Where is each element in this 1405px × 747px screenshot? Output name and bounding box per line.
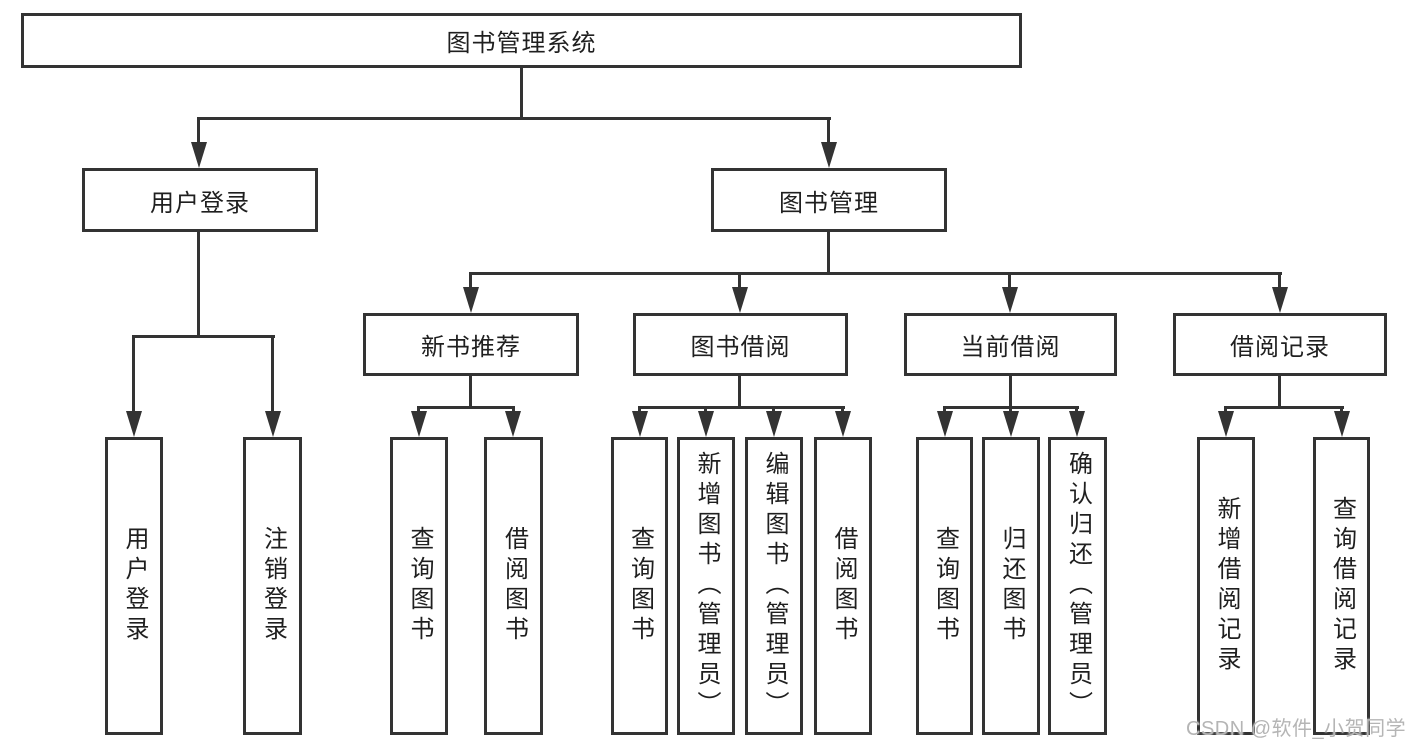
arrowhead bbox=[698, 411, 714, 437]
connector-root-trunk bbox=[520, 68, 523, 119]
arrowhead bbox=[1069, 411, 1085, 437]
connector-stem bbox=[638, 406, 641, 414]
node-current-borrow-label: 当前借阅 bbox=[960, 334, 1061, 361]
connector-user-login-horizontal bbox=[132, 335, 275, 338]
connector-stem bbox=[772, 406, 775, 414]
arrowhead bbox=[835, 411, 851, 437]
arrowhead bbox=[1218, 411, 1234, 437]
leaf-add-borrow-record: 新增借阅记录 bbox=[1197, 437, 1255, 735]
connector-level3-horizontal bbox=[469, 272, 1282, 275]
leaf-borrow-books-1-label: 借阅图书 bbox=[500, 526, 528, 646]
connector-stem-book-borrow bbox=[738, 272, 741, 289]
leaf-query-books-1: 查询图书 bbox=[390, 437, 448, 735]
connector-book-management-down bbox=[827, 232, 830, 275]
node-book-borrow: 图书借阅 bbox=[633, 313, 848, 376]
arrowhead bbox=[937, 411, 953, 437]
leaf-confirm-return-admin-label: 确认归还（管理员） bbox=[1064, 451, 1092, 721]
arrowhead bbox=[1334, 411, 1350, 437]
node-book-management-label: 图书管理 bbox=[779, 189, 879, 217]
connector-stem bbox=[512, 406, 515, 414]
leaf-query-books-2-label: 查询图书 bbox=[626, 526, 654, 646]
arrowhead bbox=[505, 411, 521, 437]
watermark: CSDN @软件_小贺同学 bbox=[1186, 718, 1405, 740]
arrowhead bbox=[265, 411, 281, 437]
connector-user-login-down bbox=[197, 232, 200, 338]
leaf-confirm-return-admin: 确认归还（管理员） bbox=[1048, 437, 1107, 735]
arrowhead bbox=[411, 411, 427, 437]
node-new-book-recommend: 新书推荐 bbox=[363, 313, 579, 376]
leaf-query-borrow-record: 查询借阅记录 bbox=[1313, 437, 1370, 735]
connector-stem-leaf-user-login bbox=[132, 335, 135, 413]
connector-stem bbox=[841, 406, 844, 414]
connector-stem-user-login bbox=[197, 117, 200, 145]
leaf-add-book-admin-label: 新增图书（管理员） bbox=[693, 451, 720, 721]
connector-stem-book-management bbox=[827, 117, 830, 145]
arrowhead bbox=[126, 411, 142, 437]
leaf-logout: 注销登录 bbox=[243, 437, 302, 735]
connector-stem-leaf-logout bbox=[271, 335, 274, 413]
connector-stem bbox=[1224, 406, 1227, 414]
arrowhead bbox=[821, 142, 837, 168]
leaf-query-books-3: 查询图书 bbox=[916, 437, 973, 735]
node-borrow-records-label: 借阅记录 bbox=[1230, 334, 1330, 361]
leaf-user-login-label: 用户登录 bbox=[121, 526, 148, 646]
connector-borrow-records-down bbox=[1278, 376, 1281, 408]
arrowhead bbox=[766, 411, 782, 437]
connector-stem bbox=[943, 406, 946, 414]
leaf-edit-book-admin-label: 编辑图书（管理员） bbox=[761, 451, 788, 721]
node-root-label: 图书管理系统 bbox=[446, 30, 597, 57]
connector-stem-borrow-records bbox=[1278, 272, 1281, 289]
leaf-edit-book-admin: 编辑图书（管理员） bbox=[745, 437, 803, 735]
node-book-borrow-label: 图书借阅 bbox=[690, 334, 791, 361]
arrowhead bbox=[732, 287, 748, 313]
node-root: 图书管理系统 bbox=[21, 13, 1022, 68]
arrowhead bbox=[1002, 287, 1018, 313]
leaf-return-book-label: 归还图书 bbox=[998, 526, 1025, 646]
node-current-borrow: 当前借阅 bbox=[904, 313, 1117, 376]
connector-stem bbox=[704, 406, 707, 414]
connector-stem-new-book-recommend bbox=[469, 272, 472, 289]
connector-stem-current-borrow bbox=[1008, 272, 1011, 289]
leaf-query-borrow-record-label: 查询借阅记录 bbox=[1328, 496, 1356, 676]
connector-new-book-recommend-horizontal bbox=[417, 406, 515, 409]
leaf-query-books-1-label: 查询图书 bbox=[406, 526, 433, 646]
connector-stem bbox=[1075, 406, 1078, 414]
leaf-add-borrow-record-label: 新增借阅记录 bbox=[1213, 496, 1240, 676]
leaf-return-book: 归还图书 bbox=[982, 437, 1040, 735]
leaf-borrow-books-2: 借阅图书 bbox=[814, 437, 872, 735]
connector-current-borrow-down bbox=[1009, 376, 1012, 409]
connector-new-book-recommend-down bbox=[469, 376, 472, 409]
connector-level1-horizontal bbox=[197, 117, 831, 120]
arrowhead bbox=[632, 411, 648, 437]
leaf-user-login: 用户登录 bbox=[105, 437, 163, 735]
leaf-add-book-admin: 新增图书（管理员） bbox=[677, 437, 735, 735]
arrowhead bbox=[1003, 411, 1019, 437]
node-book-management: 图书管理 bbox=[711, 168, 947, 232]
arrowhead bbox=[191, 142, 207, 168]
leaf-query-books-2: 查询图书 bbox=[611, 437, 668, 735]
node-user-login: 用户登录 bbox=[82, 168, 318, 232]
leaf-logout-label: 注销登录 bbox=[259, 526, 287, 646]
connector-borrow-records-horizontal bbox=[1224, 406, 1344, 409]
connector-book-borrow-horizontal bbox=[638, 406, 845, 409]
node-user-login-label: 用户登录 bbox=[150, 189, 250, 217]
connector-stem bbox=[417, 406, 420, 414]
connector-stem bbox=[1340, 406, 1343, 414]
leaf-query-books-3-label: 查询图书 bbox=[931, 526, 959, 646]
connector-book-borrow-down bbox=[738, 376, 741, 409]
connector-stem bbox=[1009, 406, 1012, 414]
arrowhead bbox=[1272, 287, 1288, 313]
leaf-borrow-books-1: 借阅图书 bbox=[484, 437, 543, 735]
node-borrow-records: 借阅记录 bbox=[1173, 313, 1387, 376]
node-new-book-recommend-label: 新书推荐 bbox=[421, 334, 521, 361]
leaf-borrow-books-2-label: 借阅图书 bbox=[830, 526, 857, 646]
arrowhead bbox=[463, 287, 479, 313]
